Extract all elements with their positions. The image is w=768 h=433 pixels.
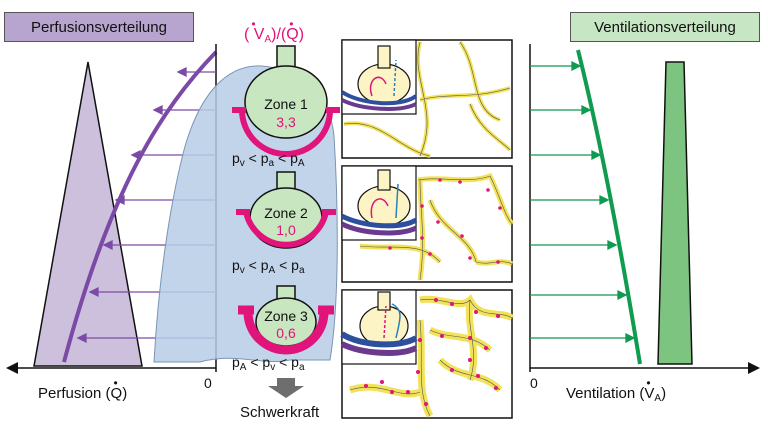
perfusion-distribution-triangle	[33, 61, 143, 367]
ventilation-arrows	[530, 60, 636, 344]
zone-2-pressure-relation: pv < pA < pa	[232, 257, 305, 276]
ventilation-arrow-6-head	[617, 289, 628, 301]
zone-3-name: Zone 3	[264, 308, 308, 324]
ventilation-arrow-5-head	[607, 239, 618, 251]
ventilation-arrow-3-head	[591, 149, 602, 161]
perfusion-arrow-7-head	[76, 332, 87, 344]
ventilation-distribution-title: Ventilationsverteilung	[570, 12, 760, 42]
ventilation-curve	[576, 49, 642, 365]
perfusion-curve	[62, 50, 218, 363]
zone-1-ratio-value: 3,3	[276, 114, 296, 130]
ratio-q-symbol: Q	[286, 26, 299, 43]
ratio-v-dot: •	[251, 17, 256, 31]
ventilation-distribution-bar	[657, 61, 693, 365]
zone-3-pressure-relation: pA < pv < pa	[232, 354, 305, 373]
micrograph-zone-2	[340, 165, 515, 283]
ratio-q-dot: •	[289, 17, 294, 31]
zone-1-name: Zone 1	[264, 96, 308, 112]
zone-3-alveolus	[238, 285, 334, 355]
ventilation-arrow-4-head	[599, 194, 610, 206]
zone-3-ratio-value: 0,6	[276, 325, 296, 341]
perfusion-axis-label: Perfusion (•Q)	[38, 376, 128, 402]
perfusion-arrow-3-head	[130, 149, 141, 161]
ventilation-arrow-1-head	[571, 60, 582, 72]
perfusion-panel	[6, 44, 218, 374]
ventilation-arrow-2-head	[581, 104, 592, 116]
perfusion-arrow-1-head	[176, 66, 187, 78]
ventilation-panel	[529, 44, 760, 374]
zone-1-pressure-relation: pv < pa < pA	[232, 150, 305, 169]
ratio-v-symbol: V	[253, 26, 265, 43]
zone-1-alveolus	[232, 45, 340, 157]
ventilation-axis-label: Ventilation (•VA)	[566, 376, 667, 404]
zone-2-name: Zone 2	[264, 205, 308, 221]
perfusion-distribution-title: Perfusionsverteilung	[4, 12, 194, 42]
perfusion-axis-zero: 0	[204, 375, 212, 391]
perfusion-axis-arrowhead	[6, 362, 18, 374]
ventilation-axis-arrowhead	[748, 362, 760, 374]
perfusion-arrow-6-head	[88, 286, 99, 298]
ventilation-arrow-7-head	[625, 332, 636, 344]
micrograph-zone-1	[340, 39, 513, 159]
micrograph-zone-3	[340, 289, 514, 419]
gravity-arrow	[268, 378, 304, 398]
zone-2-ratio-value: 1,0	[276, 222, 296, 238]
perfusion-arrow-4-head	[114, 194, 125, 206]
perfusion-arrow-2-head	[152, 104, 163, 116]
ventilation-axis-zero: 0	[530, 375, 538, 391]
ratio-header: ( •VA)/(•Q)	[244, 17, 305, 45]
perfusion-arrow-5-head	[102, 239, 113, 251]
gravity-label: Schwerkraft	[240, 404, 320, 421]
zone-2-alveolus	[236, 171, 336, 249]
ratio-v-subscript: A	[264, 34, 272, 45]
